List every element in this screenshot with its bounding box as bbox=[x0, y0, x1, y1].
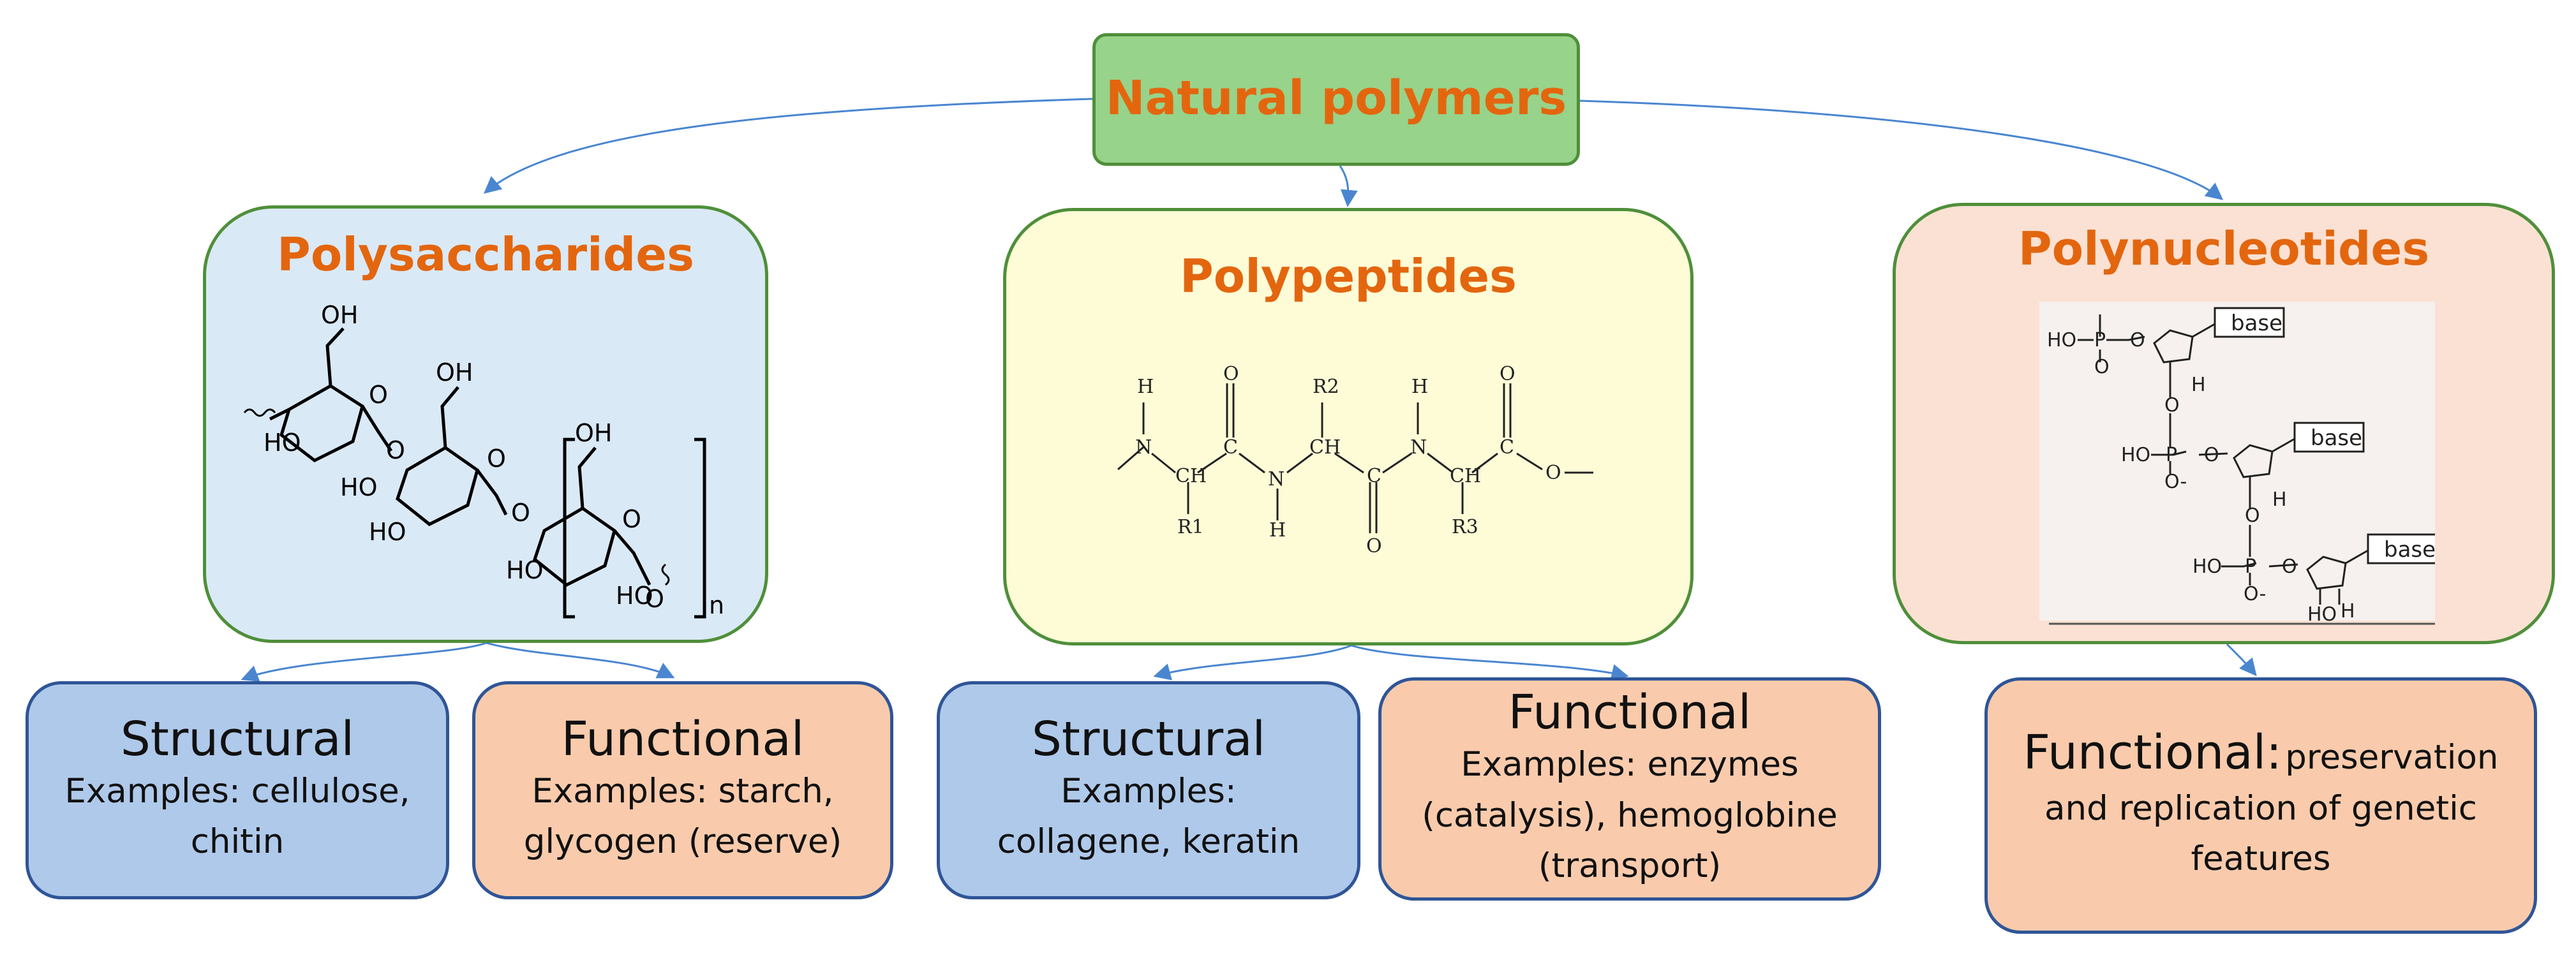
svg-text:O: O bbox=[2204, 444, 2219, 466]
leaf-functional-polynucleotides: Functional: preservation and replication… bbox=[1984, 677, 2537, 934]
leaf-text: Examples: collagene, keratin bbox=[997, 771, 1300, 862]
svg-text:O: O bbox=[2094, 356, 2110, 378]
leaf-heading: Structural bbox=[1031, 712, 1266, 767]
svg-text:H: H bbox=[2341, 600, 2355, 623]
svg-text:O: O bbox=[1366, 535, 1382, 557]
svg-text:base: base bbox=[2384, 537, 2435, 563]
svg-text:HO: HO bbox=[2047, 329, 2076, 351]
svg-text:R2: R2 bbox=[1313, 376, 1339, 398]
svg-text:O: O bbox=[2164, 394, 2180, 416]
svg-text:OH: OH bbox=[436, 358, 473, 387]
svg-text:P: P bbox=[2245, 556, 2256, 578]
svg-text:HO: HO bbox=[506, 556, 543, 584]
svg-text:O: O bbox=[1545, 462, 1561, 484]
svg-text:HO: HO bbox=[2121, 444, 2150, 466]
svg-text:C: C bbox=[1223, 436, 1238, 459]
svg-text:C: C bbox=[1500, 436, 1514, 459]
svg-text:base: base bbox=[2231, 311, 2282, 336]
category-polysaccharides: Polysaccharides OH HO HO bbox=[203, 205, 768, 643]
svg-text:O: O bbox=[386, 436, 405, 464]
svg-text:O: O bbox=[511, 499, 530, 527]
svg-text:CH: CH bbox=[1175, 465, 1207, 487]
leaf-text: Examples: starch, glycogen (reserve) bbox=[523, 771, 842, 862]
svg-text:H: H bbox=[1137, 376, 1154, 398]
category-polynucleotides: Polynucleotides bbox=[1893, 203, 2555, 644]
leaf-heading: Functional bbox=[1508, 685, 1752, 741]
svg-text:O-: O- bbox=[2164, 471, 2187, 493]
category-title: Polysaccharides bbox=[277, 228, 694, 281]
leaf-text: preservation and replication of genetic … bbox=[2044, 738, 2499, 879]
svg-text:O: O bbox=[2130, 329, 2145, 351]
svg-text:base: base bbox=[2311, 425, 2362, 451]
svg-text:O: O bbox=[645, 585, 664, 613]
svg-text:O: O bbox=[487, 445, 506, 473]
svg-text:P: P bbox=[2094, 329, 2106, 351]
root-title: Natural polymers bbox=[1105, 71, 1567, 126]
svg-text:HO: HO bbox=[2193, 556, 2222, 578]
svg-text:HO: HO bbox=[2307, 603, 2337, 626]
svg-text:O: O bbox=[1500, 363, 1515, 385]
svg-text:OH: OH bbox=[321, 301, 358, 329]
category-title: Polypeptides bbox=[1179, 249, 1517, 303]
svg-text:R1: R1 bbox=[1177, 516, 1204, 538]
svg-text:HO: HO bbox=[616, 582, 653, 610]
svg-text:CH: CH bbox=[1309, 436, 1341, 459]
arrow-polypeptides-to-functional bbox=[1351, 644, 1629, 681]
leaf-heading: Functional bbox=[561, 712, 805, 767]
svg-text:P: P bbox=[2166, 444, 2177, 466]
svg-text:N: N bbox=[1268, 468, 1284, 490]
svg-text:O: O bbox=[1223, 363, 1239, 385]
svg-text:n: n bbox=[709, 591, 724, 619]
svg-text:H: H bbox=[2272, 489, 2287, 511]
polysaccharide-structure: OH HO HO O OH O HO O OH O HO O HO O n bbox=[243, 301, 724, 619]
leaf-functional-polypeptides: Functional Examples: enzymes (catalysis)… bbox=[1378, 677, 1881, 901]
arrow-polysaccharides-to-structural bbox=[241, 642, 487, 682]
svg-text:H: H bbox=[2191, 374, 2206, 396]
polypeptide-structure: H N CH R1 O C N H R2 CH C O H N CH R3 O … bbox=[1117, 363, 1593, 557]
svg-text:O: O bbox=[369, 381, 388, 409]
svg-text:H: H bbox=[1411, 376, 1428, 398]
svg-text:R3: R3 bbox=[1452, 516, 1478, 538]
leaf-text: Examples: cellulose, chitin bbox=[64, 771, 410, 862]
svg-text:O: O bbox=[622, 505, 641, 533]
arrow-polynucleotides-to-functional bbox=[2226, 643, 2257, 677]
leaf-structural-polysaccharides: Structural Examples: cellulose, chitin bbox=[26, 681, 449, 899]
svg-text:CH: CH bbox=[1450, 465, 1481, 487]
root-node: Natural polymers bbox=[1092, 33, 1580, 166]
arrow-polysaccharides-to-functional bbox=[486, 642, 675, 679]
leaf-text: Examples: enzymes (catalysis), hemoglobi… bbox=[1422, 745, 1838, 886]
svg-text:N: N bbox=[1410, 436, 1427, 459]
polynucleotide-structure: HO P O O O H base HO P O- O O H base HO … bbox=[2039, 302, 2435, 626]
svg-text:O: O bbox=[2282, 556, 2297, 578]
leaf-structural-polypeptides: Structural Examples: collagene, keratin bbox=[937, 681, 1360, 899]
category-title: Polynucleotides bbox=[2018, 222, 2430, 276]
arrow-root-to-polypeptides bbox=[1339, 165, 1358, 207]
category-polypeptides: Polypeptides H N CH bbox=[1003, 208, 1694, 645]
svg-text:N: N bbox=[1135, 436, 1152, 459]
svg-text:C: C bbox=[1367, 465, 1381, 487]
svg-text:O-: O- bbox=[2244, 583, 2266, 605]
leaf-functional-polysaccharides: Functional Examples: starch, glycogen (r… bbox=[472, 681, 893, 899]
leaf-heading: Functional: bbox=[2023, 725, 2282, 781]
svg-text:HO: HO bbox=[369, 518, 406, 546]
arrow-root-to-polynucleotides bbox=[1579, 99, 2224, 200]
arrow-root-to-polysaccharides bbox=[483, 98, 1093, 194]
svg-text:HO: HO bbox=[340, 473, 377, 501]
svg-text:OH: OH bbox=[575, 419, 612, 447]
arrow-polypeptides-to-structural bbox=[1153, 644, 1352, 681]
svg-text:O: O bbox=[2245, 505, 2260, 527]
svg-text:HO: HO bbox=[264, 429, 301, 457]
svg-text:H: H bbox=[1269, 519, 1286, 542]
leaf-heading: Structural bbox=[120, 712, 355, 767]
